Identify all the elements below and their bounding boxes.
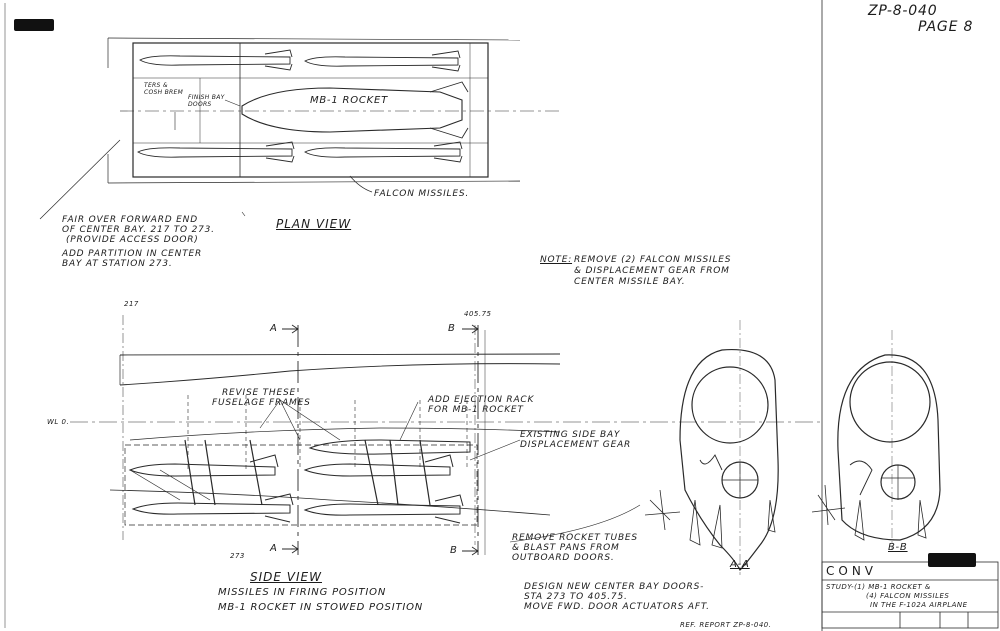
plan-fuselage-bottom xyxy=(107,180,521,184)
ejection-rack-line: FOR MB-1 ROCKET xyxy=(428,405,524,415)
design-doors-line: STA 273 TO 405.75. xyxy=(524,592,628,602)
side-bay-doors xyxy=(854,499,927,541)
redaction-bar xyxy=(928,553,976,567)
plan-small-label: TERS & COSH BREM xyxy=(144,82,184,96)
note-line: & DISPLACEMENT GEAR FROM xyxy=(574,266,730,276)
ejection-rack-leader xyxy=(399,401,419,441)
section-b-marker-bottom: B xyxy=(450,545,458,556)
side-bay-doors xyxy=(689,499,776,549)
note-line: (PROVIDE ACCESS DOOR) xyxy=(66,235,199,245)
rocket-tubes-line: & BLAST PANS FROM xyxy=(512,543,620,553)
note-line: BAY AT STATION 273. xyxy=(62,259,173,269)
side-mb1-rocket xyxy=(308,439,471,455)
section-aa-outline xyxy=(679,348,779,572)
design-doors-line: DESIGN NEW CENTER BAY DOORS- xyxy=(524,582,705,592)
plan-small-label: FINISH BAY DOORS xyxy=(188,94,225,108)
plan-view-title: PLAN VIEW xyxy=(276,217,352,231)
revise-frames-line: FUSELAGE FRAMES xyxy=(212,398,311,408)
title-block xyxy=(821,561,999,629)
falcon-missile xyxy=(137,147,293,158)
revise-frames-leader xyxy=(259,399,341,441)
plan-bay-outline xyxy=(132,42,489,178)
section-bb-drawing xyxy=(811,330,941,550)
fuselage-frames xyxy=(187,395,468,470)
redaction-bar xyxy=(14,19,54,31)
page-number: Page 8 xyxy=(918,19,974,35)
study-line: IN THE F-102A AIRPLANE xyxy=(870,601,968,609)
plan-falcon-missiles xyxy=(137,49,463,163)
side-falcon-missiles xyxy=(128,454,464,524)
side-view-subtitle: MB-1 ROCKET IN STOWED POSITION xyxy=(218,602,424,613)
rocket-tubes-leader xyxy=(509,504,641,543)
side-fuselage-top xyxy=(119,353,561,356)
ejection-rack-line: ADD EJECTION RACK xyxy=(428,395,535,405)
falcon-missile xyxy=(303,503,461,516)
section-aa-drawing xyxy=(644,320,779,575)
side-view-drawing xyxy=(70,315,820,556)
note-line: OF CENTER BAY. 217 TO 273. xyxy=(62,225,215,235)
side-bay-gear-line: DISPLACEMENT GEAR xyxy=(520,440,632,450)
section-bb-label: B-B xyxy=(888,542,908,553)
note-line: FAIR OVER FORWARD END xyxy=(62,215,198,225)
section-bb-outline xyxy=(837,354,941,541)
engine-intake xyxy=(691,366,769,444)
falcon-missile xyxy=(304,56,459,67)
section-a-marker-top: A xyxy=(270,323,278,334)
station-273: 273 xyxy=(230,552,245,560)
falcon-fins xyxy=(811,484,846,526)
note-line: CENTER MISSILE BAY. xyxy=(574,277,686,287)
station-217: 217 xyxy=(124,300,139,308)
falcon-missile xyxy=(139,55,291,66)
section-aa-label: A-A xyxy=(730,559,750,570)
note-label: NOTE: xyxy=(540,255,573,265)
side-view-title: SIDE VIEW xyxy=(250,570,322,584)
study-line: STUDY-(1) MB-1 ROCKET & xyxy=(826,583,931,591)
falcon-missile xyxy=(131,502,291,515)
fairing-leader xyxy=(39,139,121,220)
revise-frames-line: REVISE THESE xyxy=(222,388,296,398)
falcon-missile xyxy=(304,147,461,158)
rocket-tubes-line: REMOVE ROCKET TUBES xyxy=(512,533,638,543)
note-line: ADD PARTITION IN CENTER xyxy=(62,249,203,259)
engine-intake xyxy=(849,361,931,443)
falcon-fins xyxy=(644,489,681,531)
side-view-subtitle: MISSILES IN FIRING POSITION xyxy=(218,587,387,598)
falcon-leader xyxy=(349,175,373,193)
wl0-label: WL 0. xyxy=(47,418,70,426)
falcon-missile xyxy=(128,463,276,477)
plan-mb1-rocket xyxy=(241,87,463,133)
drawing-number: ZP-8-040 xyxy=(868,3,938,19)
company-name: CONV xyxy=(826,564,878,578)
rocket-tubes-line: OUTBOARD DOORS. xyxy=(512,553,615,563)
plan-fuselage-top xyxy=(107,37,521,41)
study-line: (4) FALCON MISSILES xyxy=(866,592,950,600)
section-b-marker-top: B xyxy=(448,323,456,334)
section-a-marker-bottom: A xyxy=(270,543,278,554)
displacement-gear xyxy=(129,439,431,506)
note-line: REMOVE (2) FALCON MISSILES xyxy=(574,255,732,265)
falcon-missiles-label: FALCON MISSILES. xyxy=(374,189,470,199)
mb1-rocket-label: MB-1 ROCKET xyxy=(310,95,389,106)
report-reference: REF. REPORT ZP-8-040. xyxy=(680,621,772,629)
design-doors-line: MOVE FWD. DOOR ACTUATORS AFT. xyxy=(524,602,710,612)
station-405: 405.75 xyxy=(464,310,492,318)
side-bay-gear-line: EXISTING SIDE BAY xyxy=(520,430,621,440)
plan-view-drawing xyxy=(39,37,560,220)
falcon-missile xyxy=(303,463,451,477)
